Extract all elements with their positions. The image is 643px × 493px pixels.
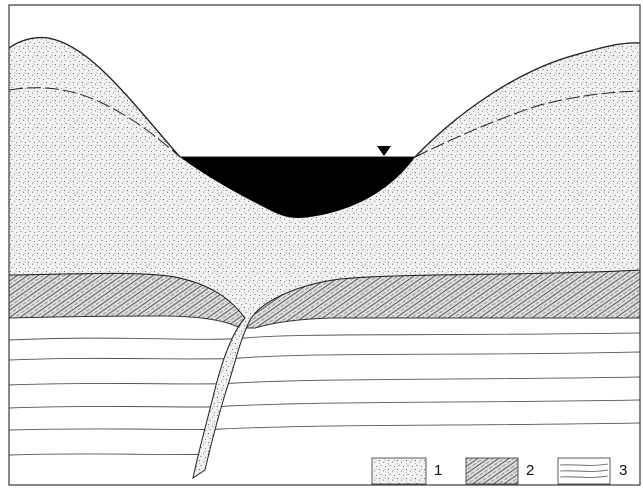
legend-label-1: 1: [434, 462, 442, 479]
bedrock-zone: [9, 300, 640, 485]
legend-label-3: 3: [619, 462, 627, 479]
legend: 1 2 3: [372, 458, 627, 484]
legend-swatch-clay: [466, 458, 518, 484]
legend-label-2: 2: [526, 462, 534, 479]
inverted-triangle-water-level-icon: [377, 146, 391, 156]
legend-swatch-sand: [372, 458, 426, 484]
